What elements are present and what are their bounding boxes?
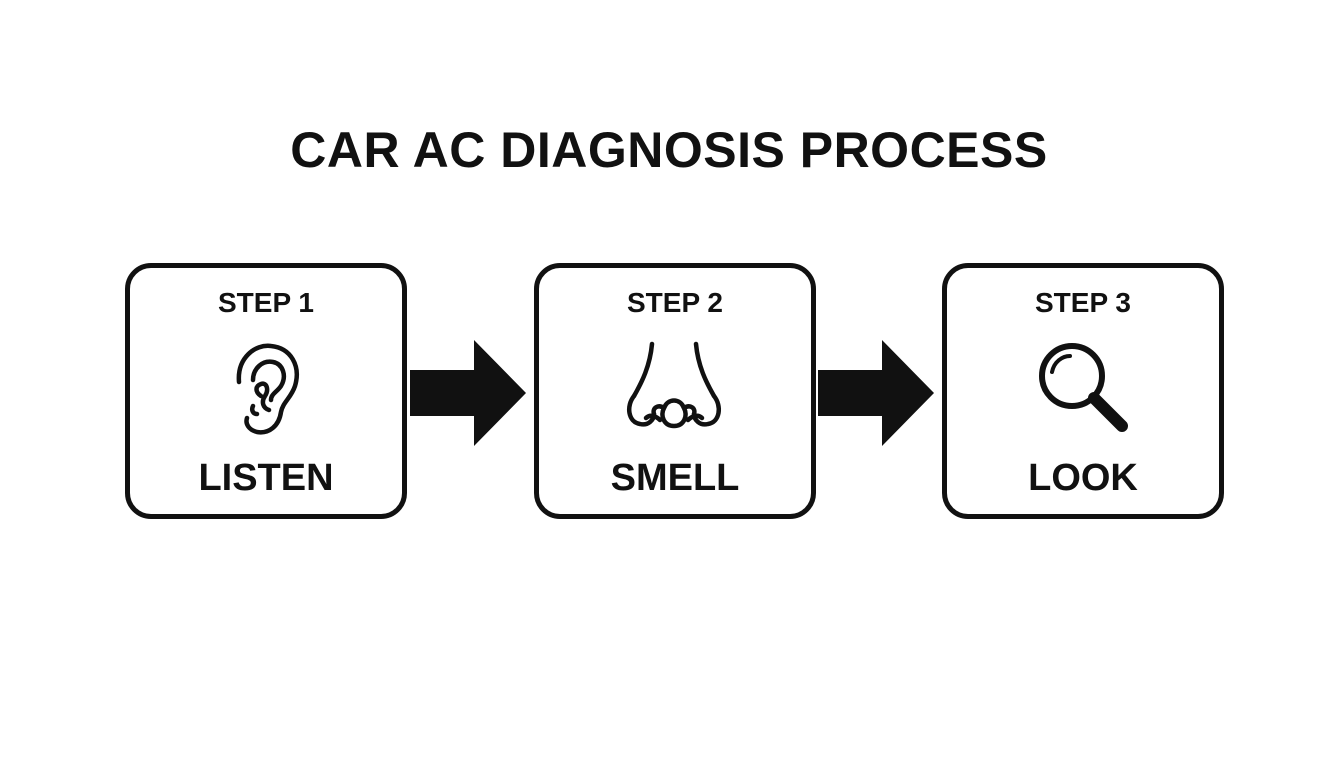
magnifier-icon xyxy=(1039,343,1128,432)
ear-icon xyxy=(236,343,299,435)
step-1-label: STEP 1 xyxy=(218,287,314,318)
step-1-action: LISTEN xyxy=(198,457,334,499)
step-2-label: STEP 2 xyxy=(627,287,723,318)
step-2-box: STEP 2 SMELL xyxy=(534,263,816,519)
step-1-box: STEP 1 LISTEN xyxy=(125,263,407,519)
arrow-right-icon xyxy=(818,340,934,446)
step-3-label: STEP 3 xyxy=(1035,287,1131,318)
nose-icon xyxy=(626,341,722,429)
step-2-action: SMELL xyxy=(610,457,740,499)
page-title: CAR AC DIAGNOSIS PROCESS xyxy=(290,122,1048,178)
arrow-right-icon xyxy=(410,340,526,446)
step-3-box: STEP 3 LOOK xyxy=(942,263,1224,519)
step-3-action: LOOK xyxy=(1028,457,1138,499)
